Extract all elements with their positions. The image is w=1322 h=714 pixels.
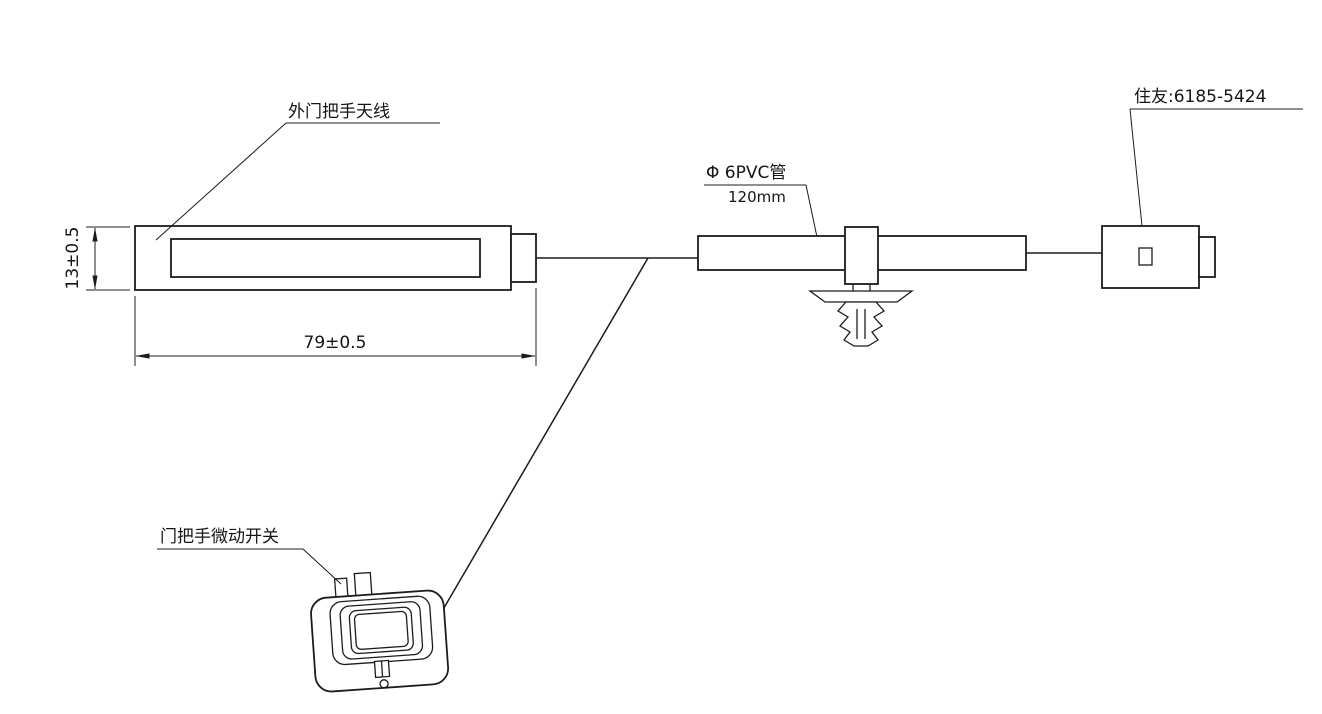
retainer-clip [808, 226, 914, 347]
callout-connector: 住友:6185-5424 [1129, 87, 1303, 227]
antenna-leader-line [155, 122, 287, 241]
switch-button-inner [353, 610, 409, 650]
clip-flange [808, 290, 914, 303]
dimension-height-value: 13±0.5 [63, 227, 83, 290]
switch-pin-hole [379, 679, 389, 689]
tube-leader-line [805, 184, 818, 238]
switch-label: 门把手微动开关 [160, 527, 279, 547]
callout-tube: Φ 6PVC管 120mm [704, 163, 818, 238]
micro-switch [310, 571, 450, 693]
clip-band [844, 226, 879, 285]
antenna-inner-window [170, 238, 481, 278]
switch-button [348, 606, 414, 655]
switch-slot-line [380, 660, 384, 677]
connector-latch [1198, 236, 1216, 278]
connector-leader-line [1129, 108, 1143, 227]
tube-label: Φ 6PVC管 [706, 163, 786, 183]
clip-tree-barbs [836, 301, 886, 347]
connector [1101, 225, 1216, 289]
dimension-antenna-length: 79±0.5 [134, 288, 537, 366]
wire-branch-to-switch [440, 257, 649, 614]
harness-wire [440, 252, 1102, 614]
antenna-label: 外门把手天线 [288, 102, 390, 122]
antenna-wire-exit [510, 233, 537, 283]
tube-length-label: 120mm [728, 188, 786, 206]
dimension-antenna-height: 13±0.5 [63, 226, 130, 291]
callout-switch: 门把手微动开关 [157, 527, 342, 585]
connector-label: 住友:6185-5424 [1134, 87, 1266, 107]
antenna-assembly [134, 225, 537, 291]
dimension-length-value: 79±0.5 [304, 333, 367, 353]
switch-leader-line [302, 548, 342, 585]
connector-cavity [1138, 247, 1153, 266]
callout-antenna: 外门把手天线 [155, 102, 440, 241]
